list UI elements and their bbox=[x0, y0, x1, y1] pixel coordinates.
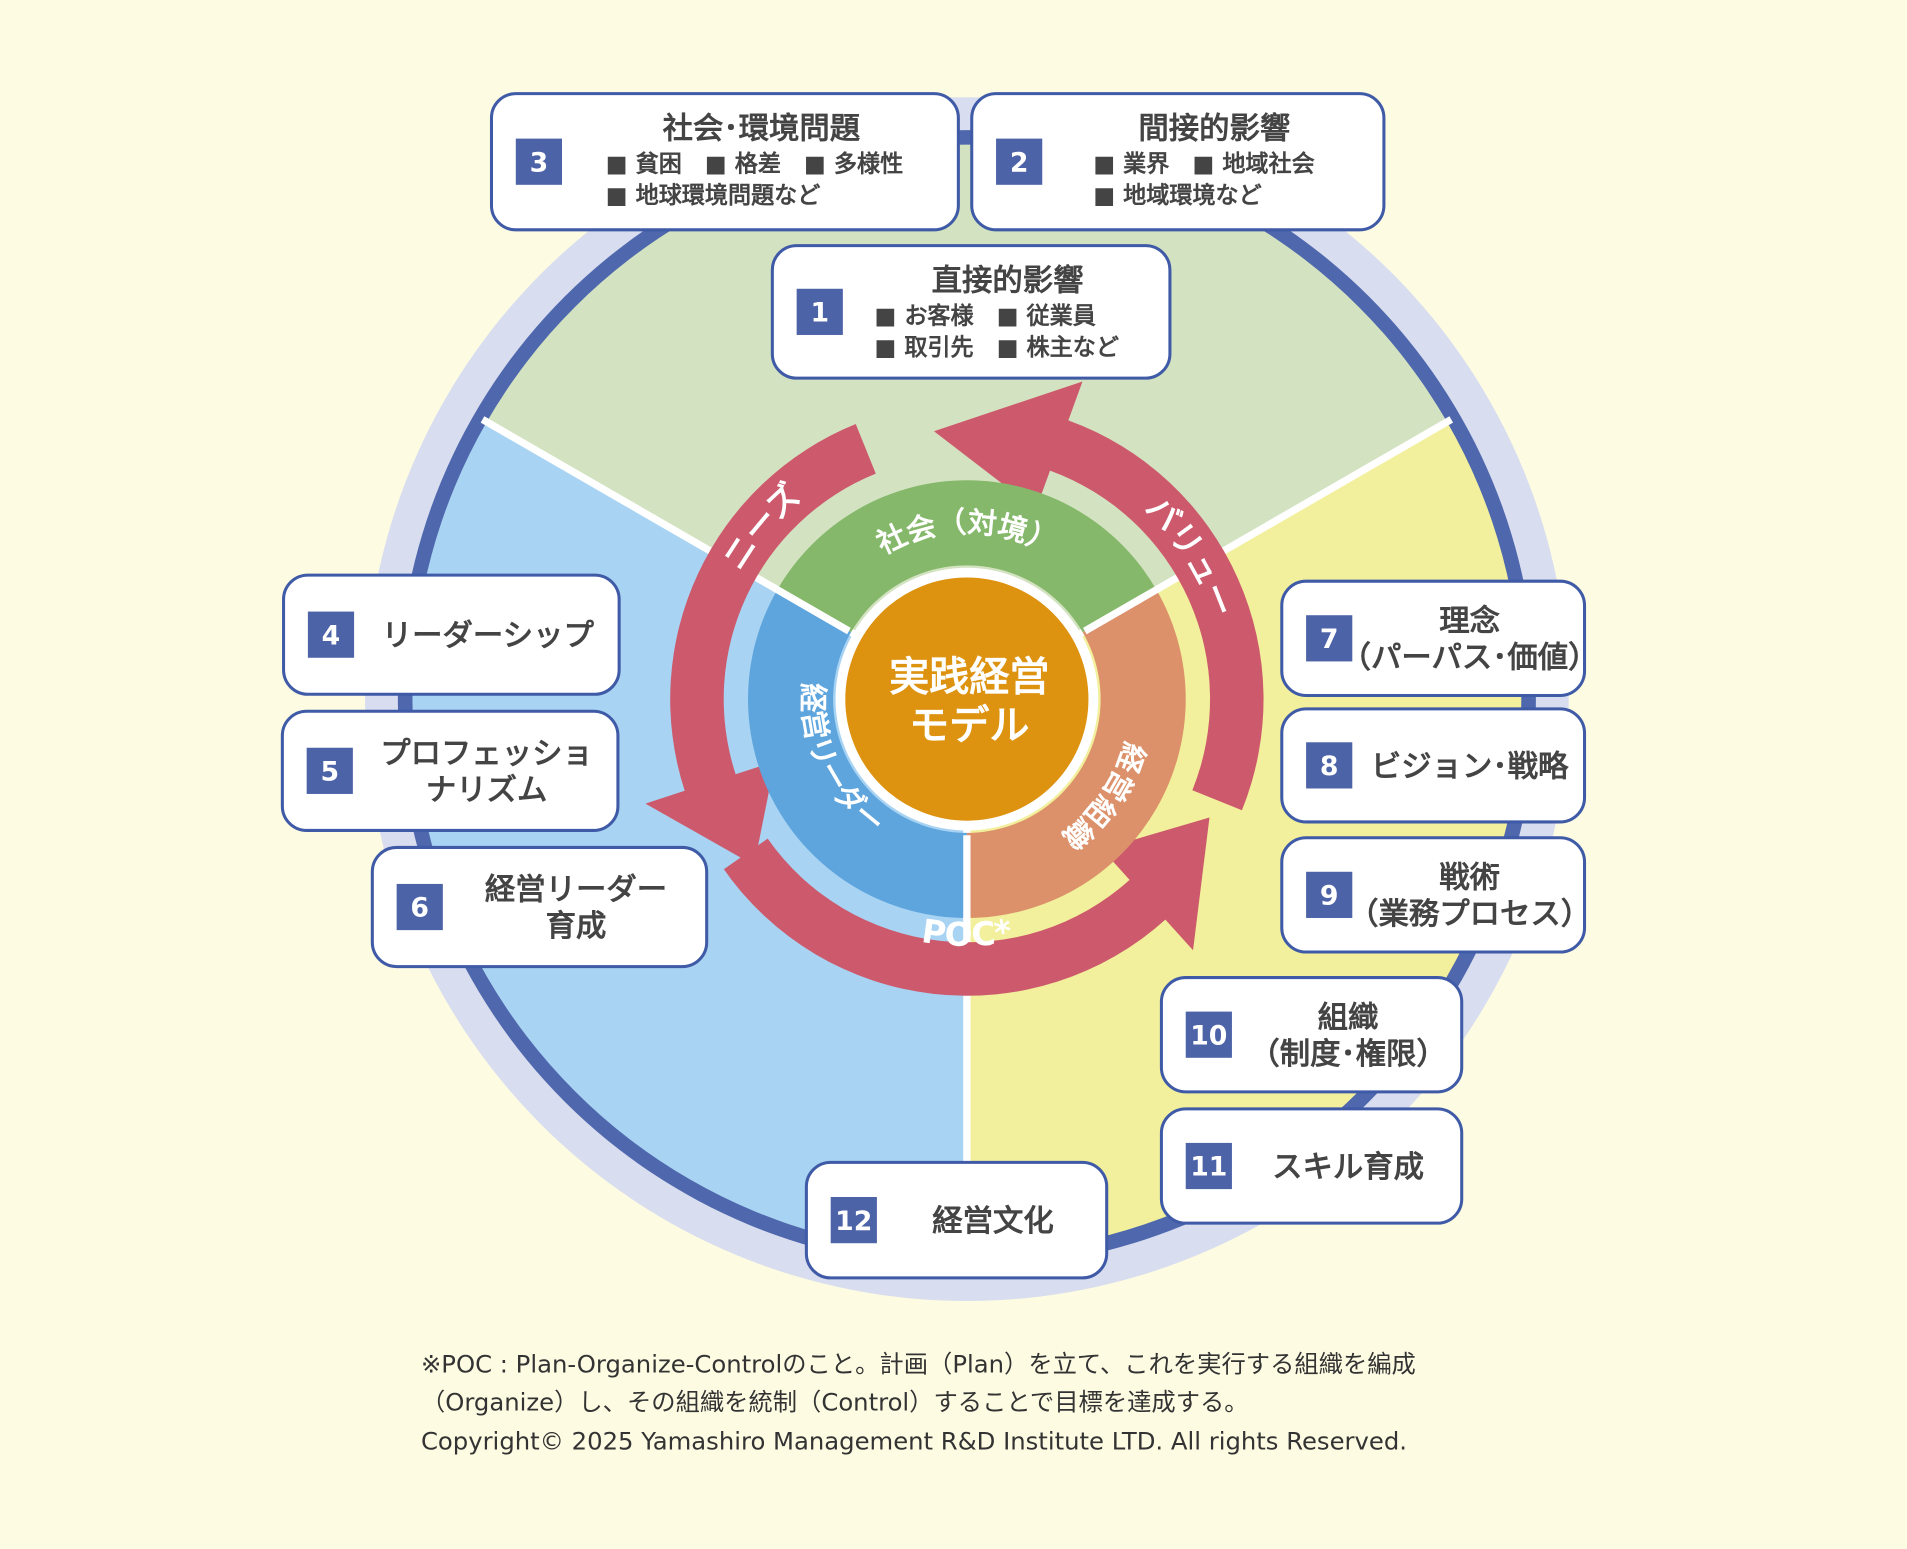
box-item-line: ■ 地球環境問題など bbox=[606, 182, 821, 209]
center-circle bbox=[835, 567, 1099, 831]
inner-segment-leader bbox=[748, 589, 967, 918]
badge-number: 6 bbox=[410, 893, 429, 924]
badge-number: 3 bbox=[530, 147, 549, 178]
box-title: 経営文化 bbox=[932, 1203, 1054, 1239]
box-title: 理念 bbox=[1439, 603, 1500, 639]
number-badge bbox=[306, 747, 353, 794]
badge-number: 9 bbox=[1320, 881, 1339, 912]
element-box-12: 12 経営文化 bbox=[804, 1160, 1109, 1280]
box-frame bbox=[1280, 707, 1587, 824]
number-badge bbox=[796, 288, 843, 335]
element-box-3: 3 社会･環境問題 ■ 貧困 ■ 格差 ■ 多様性 ■ 地球環境問題など bbox=[489, 92, 960, 232]
number-badge bbox=[1185, 1011, 1232, 1058]
inner-segment-organization bbox=[966, 589, 1186, 918]
box-frame bbox=[1159, 1107, 1464, 1225]
center-label-line2: モデル bbox=[909, 703, 1029, 749]
footnote-line2: （Organize）し、その組織を統制（Control）することで目標を達成する… bbox=[421, 1387, 1249, 1416]
box-frame bbox=[280, 709, 620, 832]
box-subtitle: （パーパス･価値） bbox=[1341, 641, 1599, 676]
box-title: 社会･環境問題 bbox=[663, 112, 861, 147]
inner-divider bbox=[1082, 585, 1161, 635]
element-box-9: 9 戦術（業務プロセス） bbox=[1280, 836, 1591, 954]
box-frame bbox=[1159, 976, 1464, 1094]
box-frame bbox=[1280, 579, 1587, 697]
badge-number: 7 bbox=[1320, 624, 1339, 655]
box-frame bbox=[489, 92, 960, 232]
number-badge bbox=[1306, 615, 1353, 662]
badge-number: 10 bbox=[1190, 1020, 1227, 1051]
number-badge bbox=[396, 883, 443, 931]
box-item-line: ■ 貧困 ■ 格差 ■ 多様性 bbox=[606, 150, 903, 177]
box-title: 戦術 bbox=[1439, 861, 1500, 896]
inner-ring bbox=[748, 480, 1186, 921]
box-frame bbox=[282, 573, 621, 696]
badge-number: 11 bbox=[1190, 1152, 1227, 1183]
box-frame bbox=[1280, 836, 1587, 954]
poc-arrow bbox=[723, 817, 1210, 996]
footnote-line1: ※POC : Plan-Organize-Controlのこと。計画（Plan）… bbox=[421, 1350, 1416, 1379]
number-badge bbox=[307, 611, 355, 658]
element-box-8: 8 ビジョン･戦略 bbox=[1280, 707, 1587, 824]
box-title: 経営リーダー bbox=[485, 872, 667, 908]
element-box-10: 10 組織（制度･権限） bbox=[1159, 976, 1464, 1094]
number-badge bbox=[515, 138, 562, 185]
box-title: リーダーシップ bbox=[382, 618, 595, 654]
box-frame bbox=[804, 1160, 1109, 1280]
box-item-line: ■ 地域環境など bbox=[1093, 182, 1261, 209]
element-box-4: 4 リーダーシップ bbox=[282, 573, 621, 696]
number-badge bbox=[1185, 1142, 1232, 1190]
box-title: プロフェッショ bbox=[380, 737, 593, 772]
box-item-line: ■ 取引先 ■ 株主など bbox=[874, 335, 1118, 361]
element-box-1: 1 直接的影響 ■ お客様 ■ 従業員 ■ 取引先 ■ 株主など bbox=[770, 244, 1172, 380]
number-badge bbox=[830, 1197, 877, 1244]
box-item-line: ■ お客様 ■ 従業員 bbox=[874, 302, 1095, 329]
box-title: スキル育成 bbox=[1272, 1149, 1424, 1185]
badge-number: 8 bbox=[1320, 751, 1339, 782]
box-title: 育成 bbox=[546, 908, 607, 944]
center-label-line1: 実践経営 bbox=[889, 655, 1049, 701]
box-subtitle: （業務プロセス） bbox=[1348, 896, 1591, 932]
box-frame bbox=[970, 92, 1386, 232]
inner-segment-society bbox=[777, 480, 1157, 633]
box-frame bbox=[370, 845, 709, 969]
element-box-2: 2 間接的影響 ■ 業界 ■ 地域社会 ■ 地域環境など bbox=[970, 92, 1386, 232]
box-title: ビジョン･戦略 bbox=[1371, 749, 1569, 784]
number-badge bbox=[996, 138, 1043, 185]
element-box-11: 11 スキル育成 bbox=[1159, 1107, 1464, 1225]
box-title: 直接的影響 bbox=[932, 263, 1084, 299]
badge-number: 5 bbox=[320, 757, 339, 788]
badge-number: 12 bbox=[835, 1206, 872, 1237]
element-boxes: 1 直接的影響 ■ お客様 ■ 従業員 ■ 取引先 ■ 株主など 2 間接的影響 ■ 業界 … bbox=[280, 92, 1599, 1280]
box-frame bbox=[770, 244, 1172, 380]
box-subtitle: （制度･権限） bbox=[1249, 1037, 1446, 1072]
needs-arrow bbox=[645, 424, 876, 866]
box-title: ナリズム bbox=[426, 772, 547, 808]
copyright: Copyright© 2025 Yamashiro Management R&D… bbox=[421, 1426, 1407, 1455]
poc-label: POC* bbox=[919, 912, 1014, 954]
badge-number: 1 bbox=[810, 298, 829, 329]
box-title: 組織 bbox=[1318, 1000, 1379, 1035]
number-badge bbox=[1306, 742, 1353, 789]
inner-divider bbox=[773, 585, 851, 635]
box-item-line: ■ 業界 ■ 地域社会 bbox=[1093, 150, 1314, 177]
element-box-7: 7 理念（パーパス･価値） bbox=[1280, 579, 1599, 697]
box-title: 間接的影響 bbox=[1138, 111, 1290, 147]
badge-number: 4 bbox=[322, 620, 341, 651]
badge-number: 2 bbox=[1010, 147, 1029, 178]
number-badge bbox=[1306, 871, 1353, 918]
